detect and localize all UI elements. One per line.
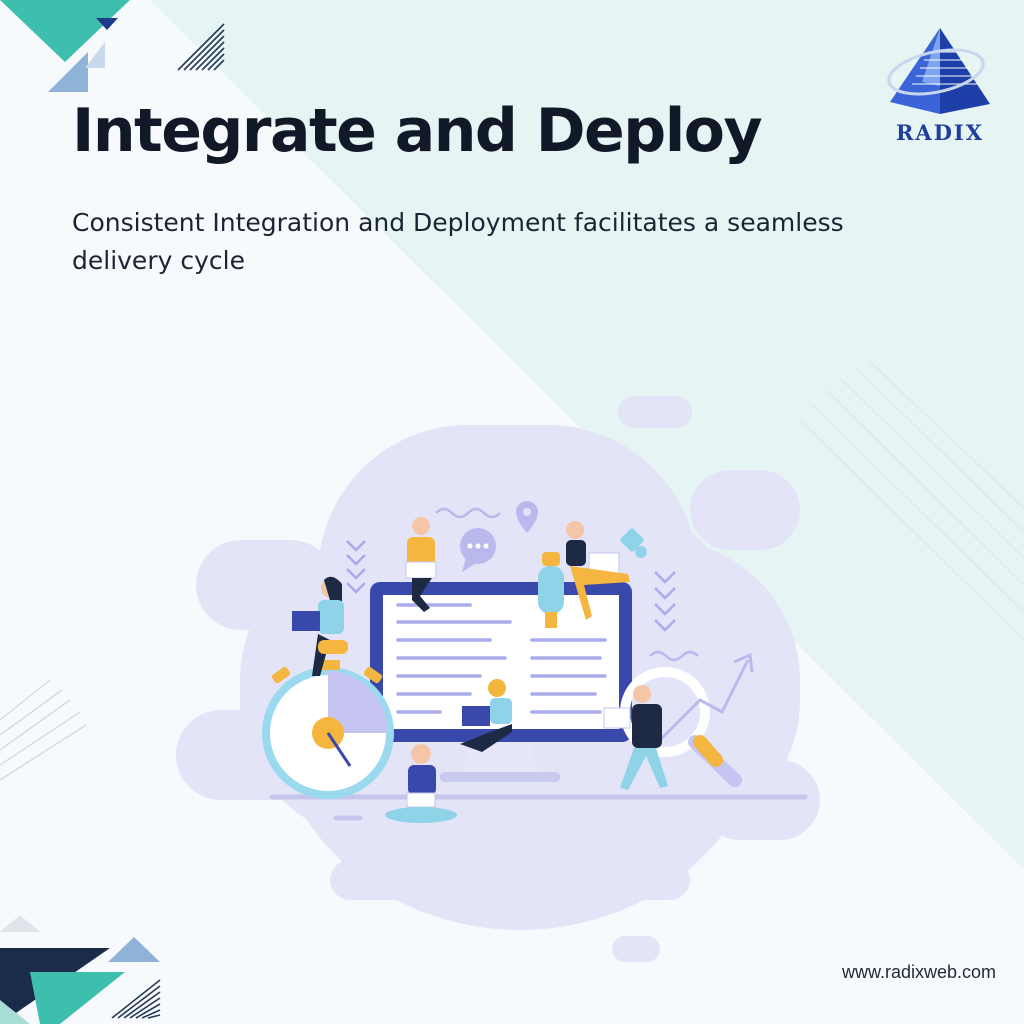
chevrons-right-icon xyxy=(654,571,676,632)
gear-icon xyxy=(620,528,647,558)
person-left xyxy=(292,576,348,676)
blue-triangle-top xyxy=(48,52,88,92)
grey-triangle-bottom xyxy=(0,915,40,932)
person-bottom xyxy=(385,744,457,823)
pyramid-logo-icon xyxy=(887,28,990,114)
diagonal-lines-right xyxy=(799,361,1024,641)
wave-line-right xyxy=(649,650,699,662)
stopwatch-icon xyxy=(262,660,394,799)
brand-logo[interactable]: RADIX xyxy=(880,22,1000,152)
person-top-right xyxy=(566,521,630,620)
wave-line-top xyxy=(435,507,501,519)
floating-pill-bottom xyxy=(612,936,660,962)
page-title: Integrate and Deploy xyxy=(72,96,763,166)
chevrons-left-icon xyxy=(346,540,366,594)
brand-name: RADIX xyxy=(895,120,985,145)
teal-triangle-top xyxy=(0,0,130,62)
chat-bubble-icon xyxy=(460,528,496,572)
diagonal-lines-left xyxy=(0,679,87,781)
light-triangle-top xyxy=(85,42,105,68)
capsule-icon xyxy=(538,552,564,628)
location-pin-icon xyxy=(516,501,538,533)
page-subtitle: Consistent Integration and Deployment fa… xyxy=(72,208,844,275)
navy-triangle-top xyxy=(96,18,118,30)
person-center xyxy=(460,679,512,752)
blue-triangle-bottom xyxy=(108,937,160,962)
floating-pill-top xyxy=(618,396,692,428)
person-top-center xyxy=(405,517,437,612)
striped-triangle-top xyxy=(177,23,225,71)
trend-arrow-icon xyxy=(658,652,754,742)
website-url[interactable]: www.radixweb.com xyxy=(841,962,996,982)
mint-triangle-bottom xyxy=(0,1000,30,1024)
teal-triangle-bottom xyxy=(30,972,125,1024)
striped-triangle-bottom xyxy=(111,979,161,1019)
person-right xyxy=(603,685,668,790)
